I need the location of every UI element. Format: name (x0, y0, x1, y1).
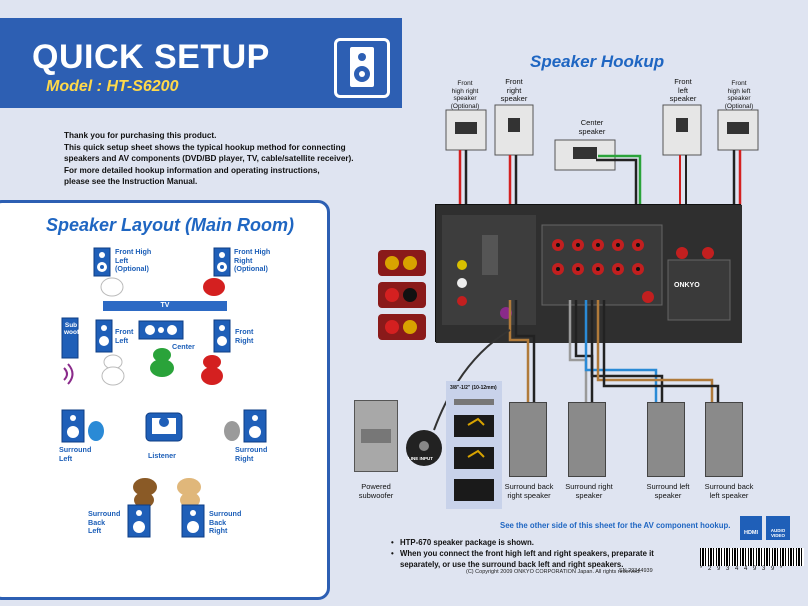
serial-number: SN 29344939 (619, 568, 653, 574)
intro-text: Thank you for purchasing this product. T… (64, 130, 384, 188)
label-center: Center (172, 342, 195, 351)
copyright-text: (C) Copyright 2009 ONKYO CORPORATION Jap… (466, 569, 641, 575)
front-high-left-speaker-icon (93, 247, 111, 277)
line-input-connector-icon (406, 430, 442, 466)
strip-length-label: 3/8"-1/2" (10-12mm) (450, 385, 497, 391)
speaker-layout-title: Speaker Layout (Main Room) (46, 215, 295, 235)
intro-line: For more detailed hookup information and… (64, 165, 320, 175)
front-left-speaker (662, 104, 702, 156)
front-right-speaker-icon (213, 319, 231, 353)
wire-stripping-steps (454, 399, 494, 501)
audio-video-logo: AUDIO VIDEO (766, 516, 790, 540)
line-input-label: LINE INPUT (408, 456, 434, 461)
surround-back-right-speaker (509, 402, 547, 477)
model-name: Model : HT-S6200 (46, 78, 179, 95)
surround-back-left-speaker (705, 402, 743, 477)
powered-subwoofer (354, 400, 398, 472)
intro-line: please see the Instruction Manual. (64, 177, 198, 186)
surround-right-speaker-icon (243, 409, 267, 443)
speaker-hookup-title: Speaker Hookup (530, 52, 665, 71)
speaker-layout-diagram (61, 247, 267, 538)
front-left-speaker-icon (95, 319, 113, 353)
surround-right-speaker (568, 402, 606, 477)
intro-line: Thank you for purchasing this product. (64, 131, 217, 140)
surround-left-speaker (647, 402, 685, 477)
listener-icon (145, 412, 183, 442)
surround-back-right-speaker-icon (181, 504, 205, 538)
other-side-note: See the other side of this sheet for the… (500, 521, 731, 530)
footer-bullets: •HTP-670 speaker package is shown. •When… (391, 537, 654, 570)
intro-line: speakers and AV components (DVD/BD playe… (64, 154, 354, 163)
front-high-right-speaker-icon (213, 247, 231, 277)
speaker-plug-illustrations (378, 250, 426, 340)
page-title: QUICK SETUP (32, 38, 270, 76)
hdmi-logo: HDMI (740, 516, 762, 540)
tv-bar: TV (103, 301, 227, 311)
subwoofer-icon (61, 317, 79, 359)
front-high-left-speaker (717, 109, 759, 151)
surround-back-left-speaker-icon (127, 504, 151, 538)
receiver-rear-panel: ONKYO (435, 204, 742, 343)
front-right-speaker (494, 104, 534, 156)
front-high-right-speaker (445, 109, 487, 151)
bullet-item: •When you connect the front high left an… (391, 549, 654, 558)
receiver-brand: ONKYO (674, 282, 700, 289)
barcode-number: * 2 9 3 4 4 9 3 9 * (700, 566, 785, 572)
barcode (700, 548, 804, 566)
center-speaker-icon (138, 320, 184, 340)
speaker-layout-panel (0, 200, 330, 600)
bullet-item: •HTP-670 speaker package is shown. (391, 538, 534, 547)
speaker-icon (334, 38, 390, 98)
bullet-item: separately, or use the surround back lef… (400, 560, 624, 569)
surround-left-speaker-icon (61, 409, 85, 443)
label-listener: Listener (148, 451, 176, 460)
intro-line: This quick setup sheet shows the typical… (64, 142, 346, 152)
